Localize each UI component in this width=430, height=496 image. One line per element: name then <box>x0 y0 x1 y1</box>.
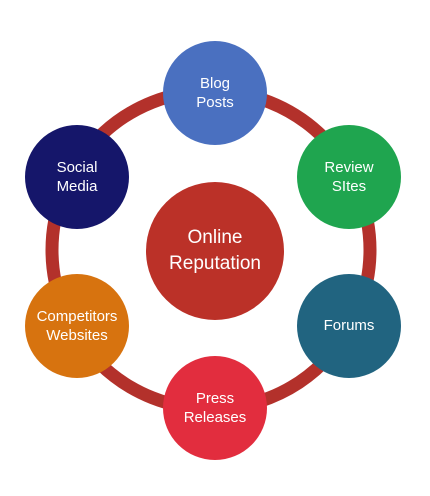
center-line-2: Reputation <box>169 253 261 274</box>
node-label-line: Social <box>56 158 98 176</box>
node-label-line: Press <box>195 389 235 407</box>
node-label-line: Forums <box>323 317 375 335</box>
node-label-line: Websites <box>46 327 108 344</box>
node-review-sites: Review SItes <box>297 125 401 229</box>
node-label-line: Review <box>324 158 374 176</box>
node-forums: Forums <box>297 274 401 378</box>
node-label-line: SItes <box>331 178 367 195</box>
node-label-line: Releases <box>183 409 247 426</box>
node-blog-posts: Blog Posts <box>163 41 267 145</box>
node-competitors-websites: Competitors Websites <box>25 274 129 378</box>
node-social-media: Social Media <box>25 125 129 229</box>
center-node-online-reputation: Online Reputation <box>146 182 284 320</box>
node-label-line: Posts <box>196 94 234 111</box>
center-line-1: Online <box>187 227 243 249</box>
node-label-line: Competitors <box>36 307 118 325</box>
node-label-line: Blog <box>199 74 231 92</box>
node-press-releases: Press Releases <box>163 356 267 460</box>
node-label-line: Media <box>56 178 98 195</box>
